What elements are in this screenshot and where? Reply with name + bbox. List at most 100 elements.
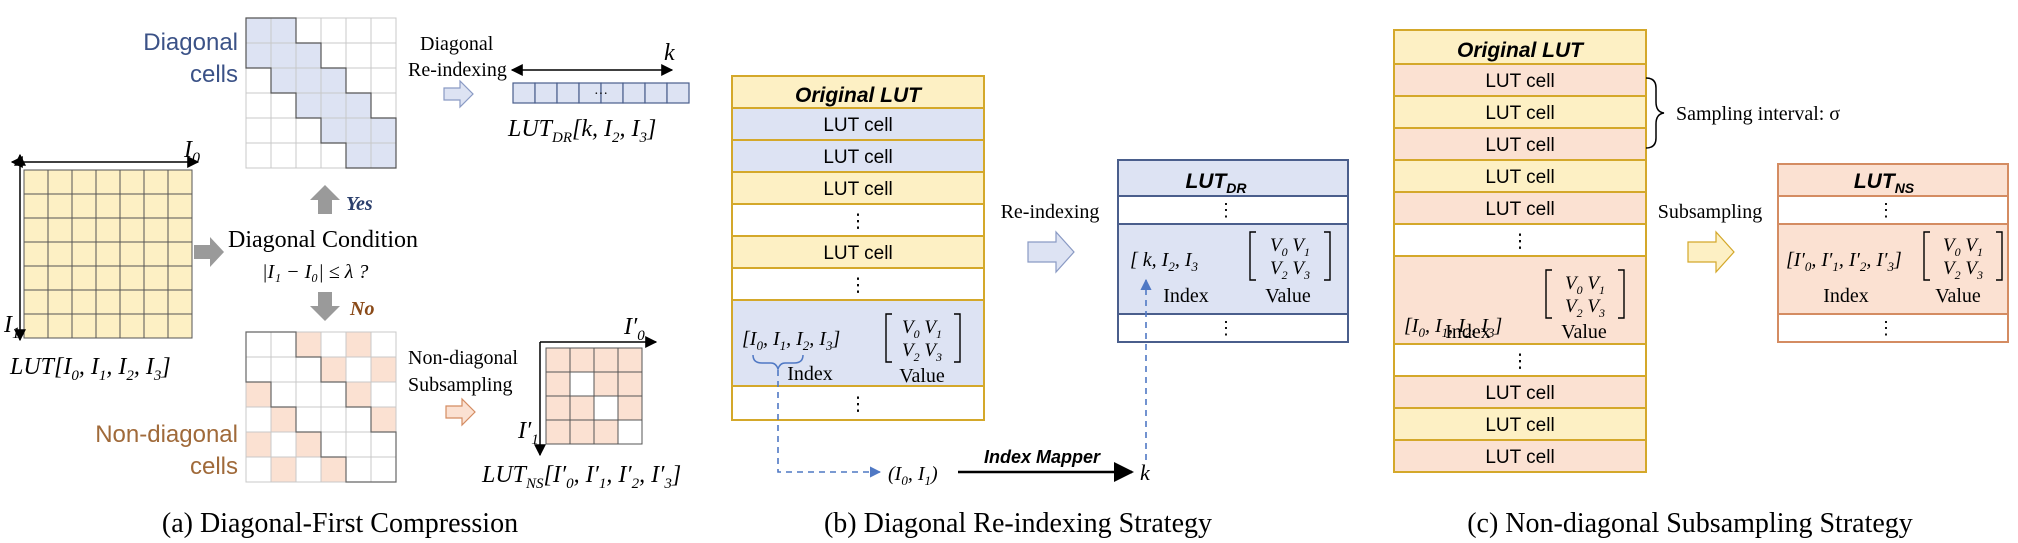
matrix-row2-b: V2 V3	[902, 340, 942, 364]
diagonal-grid-cell	[295, 142, 322, 169]
lut-grid-cell	[71, 217, 97, 243]
nondiag-sub-label-1: Non-diagonal	[408, 347, 518, 369]
lut-grid-cell	[47, 193, 73, 219]
nondiag-grid-cell	[295, 381, 322, 408]
lut-ns-title: LUTNS	[1854, 170, 1915, 196]
lut-ns-table	[1777, 163, 2009, 343]
caption-a: (a) Diagonal-First Compression	[162, 508, 518, 539]
diagonal-grid-cell	[370, 17, 397, 44]
original-lut-b-row	[731, 107, 985, 141]
diagonal-grid-cell	[270, 42, 297, 69]
bar-dots: ···	[594, 87, 608, 102]
nondiag-grid-cell	[320, 381, 347, 408]
lut-grid-cell	[95, 169, 121, 195]
arrow-reindex-b	[1027, 230, 1075, 274]
diagonal-grid-cell	[245, 92, 272, 119]
lut-dr-row	[1117, 195, 1349, 225]
lut-grid-cell	[143, 241, 169, 267]
lut-ns-cell	[593, 419, 619, 445]
lut-grid-cell	[119, 169, 145, 195]
lut-dr-row	[1117, 159, 1349, 197]
original-lut-c-row-text: LUT cell	[1485, 71, 1554, 92]
nondiag-grid-cell	[245, 356, 272, 383]
nondiag-grid-cell	[295, 456, 322, 483]
arrow-subsample-c	[1687, 230, 1735, 274]
original-lut-b-row-text: LUT cell	[823, 243, 892, 264]
diagonal-grid-cell	[295, 117, 322, 144]
lut-grid-cell	[71, 265, 97, 291]
lut-ns-cell	[617, 395, 643, 421]
diagonal-grid-cell	[270, 142, 297, 169]
original-lut-b-row	[731, 267, 985, 301]
lut-ns-cell	[617, 371, 643, 397]
diagonal-grid-cell	[345, 67, 372, 94]
lut-grid-cell	[23, 169, 49, 195]
diagonal-grid-cell	[295, 42, 322, 69]
lut-ns-cell	[569, 347, 595, 373]
nondiag-grid-cell	[320, 356, 347, 383]
lut-ns-cell	[617, 347, 643, 373]
original-lut-c-row-text: LUT cell	[1485, 199, 1554, 220]
nondiag-grid-cell	[245, 456, 272, 483]
lut-grid-main	[23, 169, 193, 339]
lut-grid-cell	[47, 217, 73, 243]
original-lut-c-row	[1393, 63, 1647, 97]
nondiag-grid-cell	[295, 331, 322, 358]
original-lut-b-row	[731, 139, 985, 173]
nondiag-grid-cell	[345, 331, 372, 358]
nondiag-grid-cell	[295, 356, 322, 383]
diagonal-grid-cell	[345, 117, 372, 144]
lut-grid-cell	[119, 241, 145, 267]
lut-dr-bar-cell	[534, 82, 558, 104]
lut-dr-bar-cell	[512, 82, 536, 104]
lut-grid-cell	[143, 289, 169, 315]
lut-ns-cell	[593, 371, 619, 397]
value-label-c: Value	[1561, 321, 1607, 343]
nondiag-cells-label-1: Non-diagonal	[95, 421, 238, 448]
lut-grid-cell	[143, 313, 169, 339]
nondiag-grid-cell	[245, 331, 272, 358]
sampling-interval: Sampling interval: σ	[1676, 103, 1840, 125]
lut-dr-bar	[512, 82, 690, 104]
diagonal-grid-cell	[370, 142, 397, 169]
nondiag-grid-cell	[370, 406, 397, 433]
nondiag-grid-cell	[320, 456, 347, 483]
diagonal-grid-cell	[320, 42, 347, 69]
lut-dr-signature: LUTDR[k, I2, I3]	[507, 116, 656, 146]
nondiag-grid-cell	[345, 381, 372, 408]
original-lut-b-row	[731, 171, 985, 205]
diagonal-grid-cell	[245, 67, 272, 94]
original-lut-c-row-text: ⋮	[1511, 351, 1530, 372]
lut-grid-cell	[167, 289, 193, 315]
nondiag-grid-cell	[270, 331, 297, 358]
lut-grid-cell	[47, 289, 73, 315]
nondiag-cells-label-2: cells	[190, 453, 238, 480]
original-lut-c-row-text: ⋮	[1511, 231, 1530, 252]
lut-grid-cell	[119, 217, 145, 243]
axis-i1-label: I1	[3, 312, 20, 342]
lut-grid-cell	[47, 169, 73, 195]
index-mapper-label: Index Mapper	[984, 447, 1101, 467]
nondiag-sub-label-2: Subsampling	[408, 374, 512, 396]
lut-grid-cell	[95, 289, 121, 315]
lut-grid-cell	[71, 193, 97, 219]
lut-ns-cell	[569, 395, 595, 421]
nondiag-grid-cell	[295, 406, 322, 433]
original-lut-b-row-text: ⋮	[849, 394, 868, 415]
nondiag-grid-cell	[345, 356, 372, 383]
original-lut-b-row-text: LUT cell	[823, 179, 892, 200]
arrow-yes	[310, 185, 340, 214]
lut-dr-table	[1117, 159, 1349, 343]
lut-ns-cell	[593, 395, 619, 421]
lut-dr-row	[1117, 223, 1349, 315]
lut-grid-cell	[23, 265, 49, 291]
lut-grid-cell	[95, 241, 121, 267]
lut-ns-row	[1777, 163, 2009, 197]
nondiag-band-outline	[245, 331, 397, 483]
diagonal-grid-cell	[245, 17, 272, 44]
dashed-path-to-mapper	[777, 370, 882, 478]
lut-grid-cell	[143, 169, 169, 195]
original-lut-c-row-text: LUT cell	[1485, 415, 1554, 436]
